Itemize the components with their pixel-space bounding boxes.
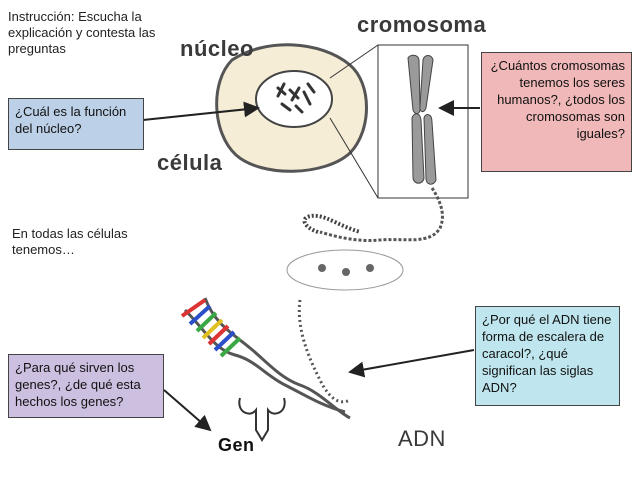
- arrow-nucleus: [142, 101, 260, 121]
- chromatin-fiber: [302, 213, 361, 234]
- label-nucleo: núcleo: [180, 36, 254, 61]
- nucleosome-region: [286, 249, 404, 291]
- label-adn: ADN: [398, 426, 446, 451]
- label-celula: célula: [157, 150, 223, 175]
- nucleus-chromosomes: [276, 82, 316, 114]
- dna-base-pairs: [180, 298, 242, 358]
- zoom-lines: [329, 44, 469, 199]
- question-genes-box: ¿Para qué sirven los genes?, ¿de qué est…: [8, 354, 164, 418]
- chromosome-shape: [407, 54, 437, 185]
- label-cromosoma: cromosoma: [357, 12, 487, 37]
- gen-bracket: [238, 397, 286, 442]
- arrow-genes: [163, 389, 212, 432]
- arrow-dna: [348, 349, 475, 378]
- nucleosomes: [318, 264, 374, 276]
- label-gen: Gen: [218, 435, 255, 455]
- instruction-text: Instrucción: Escucha la explicación y co…: [8, 9, 156, 56]
- question-dna-box: ¿Por qué el ADN tiene forma de escalera …: [475, 306, 620, 406]
- question-nucleus-box: ¿Cuál es la función del núcleo?: [8, 98, 144, 150]
- question-chromosome-box: ¿Cuántos cromosomas tenemos los seres hu…: [481, 52, 632, 172]
- intro-text: En todas las células tenemos…: [12, 226, 128, 257]
- chromatin-coil: [319, 187, 444, 242]
- dna-helix: [183, 297, 351, 420]
